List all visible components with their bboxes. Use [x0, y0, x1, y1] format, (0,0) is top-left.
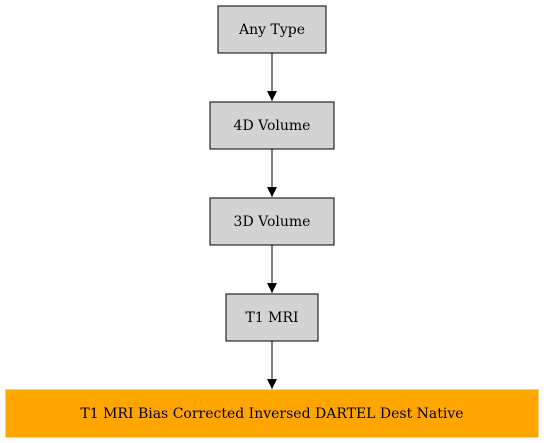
- node-box: [209, 197, 335, 246]
- node-t1-mri-bias-corrected-inversed-dartel-dest-native[interactable]: T1 MRI Bias Corrected Inversed DARTEL De…: [5, 389, 539, 438]
- node-box: [225, 293, 319, 342]
- node-label: 3D Volume: [234, 214, 311, 230]
- node-any-type[interactable]: Any Type: [217, 5, 327, 54]
- node-label: 4D Volume: [234, 118, 311, 134]
- node-4d-volume[interactable]: 4D Volume: [209, 101, 335, 150]
- node-label: T1 MRI Bias Corrected Inversed DARTEL De…: [80, 406, 463, 422]
- node-box: [217, 5, 327, 54]
- node-3d-volume[interactable]: 3D Volume: [209, 197, 335, 246]
- node-box: [209, 101, 335, 150]
- node-label: T1 MRI: [245, 310, 298, 326]
- node-box: [5, 389, 539, 438]
- node-label: Any Type: [238, 22, 305, 38]
- node-t1-mri[interactable]: T1 MRI: [225, 293, 319, 342]
